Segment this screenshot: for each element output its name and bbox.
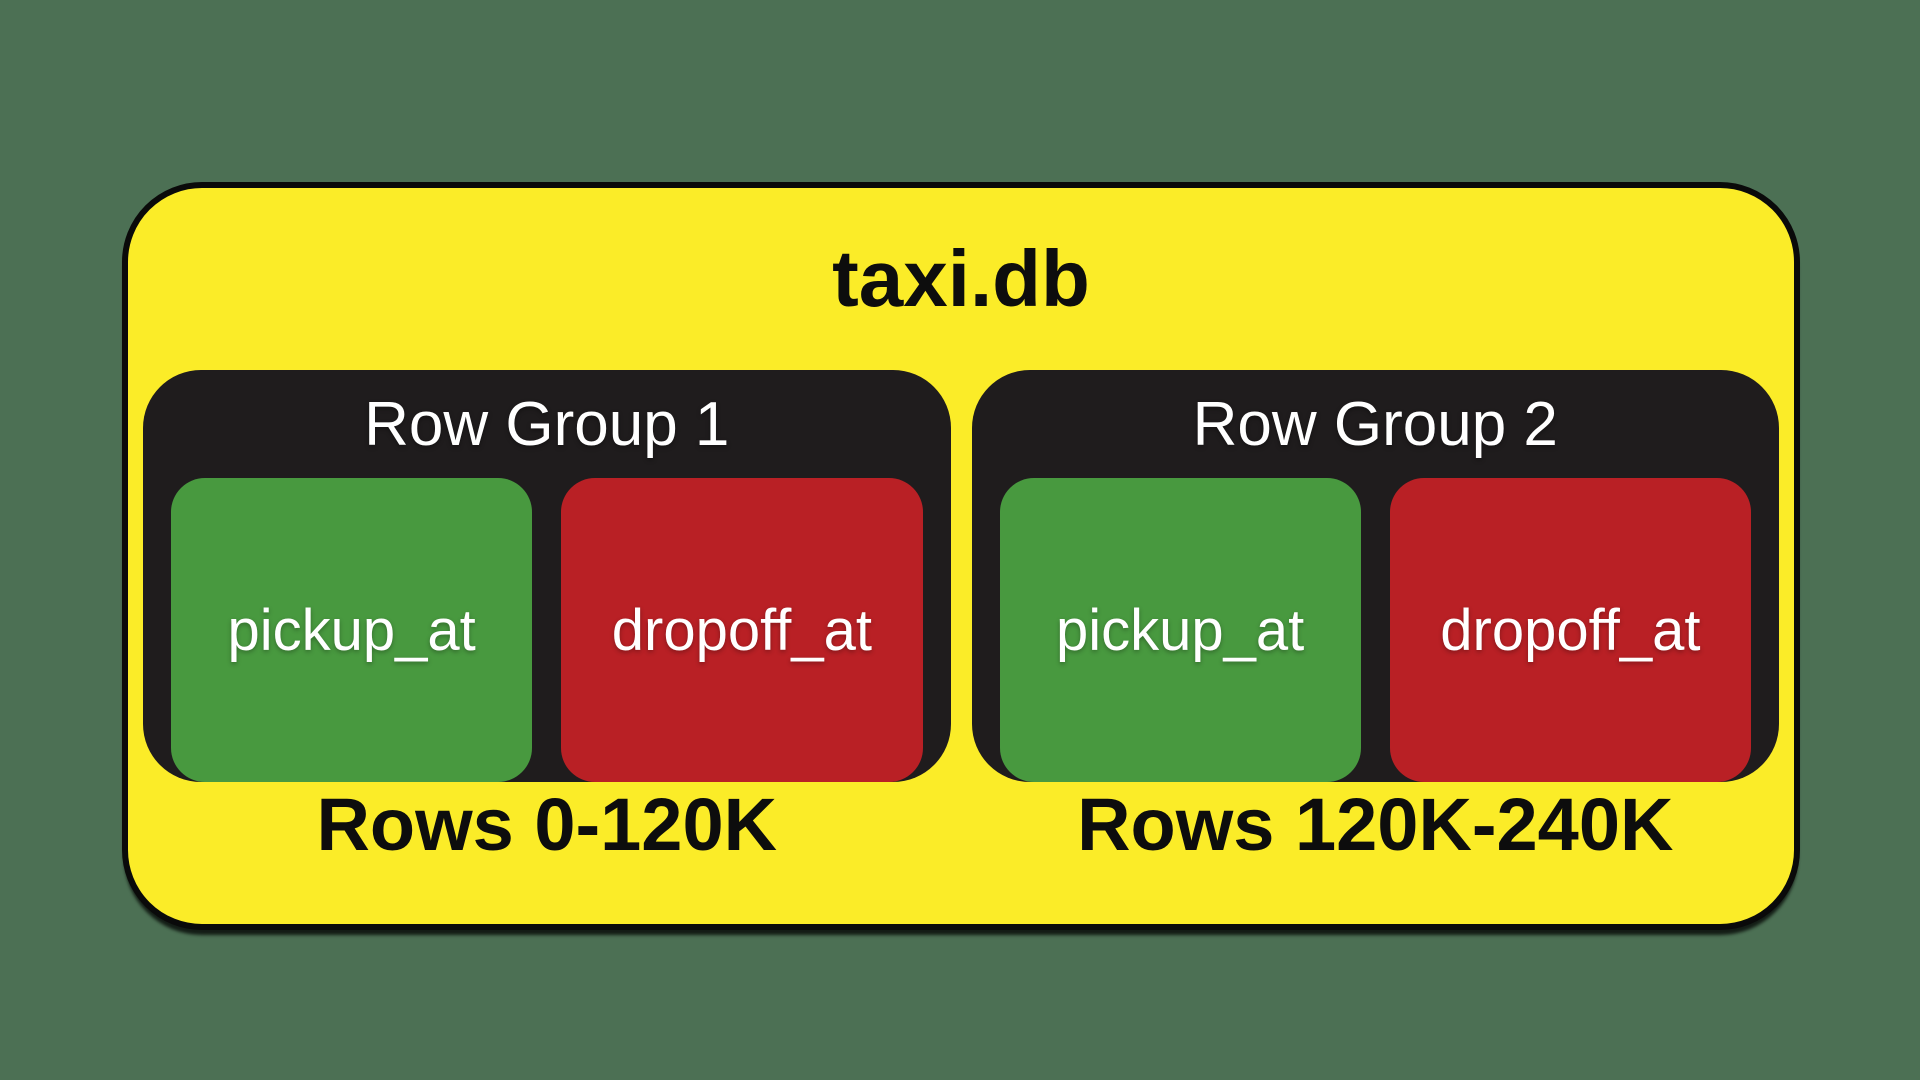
row-group-1-title-band: Row Group 1 xyxy=(143,370,951,478)
pickup-column-label: pickup_at xyxy=(227,597,476,663)
row-group-2-pickup-cell: pickup_at xyxy=(999,478,1361,782)
row-group-2-cells: pickup_at dropoff_at xyxy=(972,478,1780,782)
database-title: taxi.db xyxy=(832,234,1090,323)
pickup-column-label: pickup_at xyxy=(1055,597,1305,663)
database-file-box: taxi.db Row Group 1 pickup_at dropoff_at xyxy=(122,182,1800,930)
dropoff-column-label: dropoff_at xyxy=(611,597,872,663)
row-group-1-column: Row Group 1 pickup_at dropoff_at Rows 0-… xyxy=(143,370,951,866)
row-group-1-dropoff-cell: dropoff_at xyxy=(561,478,923,782)
row-group-2-range-band: Rows 120K-240K xyxy=(972,782,1780,867)
row-group-1-range-label: Rows 0-120K xyxy=(316,783,778,866)
row-group-2-dropoff-cell: dropoff_at xyxy=(1389,478,1751,782)
row-group-1-pickup-cell: pickup_at xyxy=(171,478,533,782)
row-group-1-cells: pickup_at dropoff_at xyxy=(143,478,951,782)
row-group-1-box: Row Group 1 pickup_at dropoff_at xyxy=(143,370,951,782)
row-group-2-column: Row Group 2 pickup_at dropoff_at Rows 12… xyxy=(971,370,1780,866)
row-group-2-title-band: Row Group 2 xyxy=(972,370,1780,478)
row-group-1-title: Row Group 1 xyxy=(364,389,730,459)
row-group-2-box: Row Group 2 pickup_at dropoff_at xyxy=(971,370,1780,782)
row-group-2-range-label: Rows 120K-240K xyxy=(1077,783,1674,866)
row-group-2-title: Row Group 2 xyxy=(1192,389,1558,459)
database-title-band: taxi.db xyxy=(128,188,1794,370)
row-groups-container: Row Group 1 pickup_at dropoff_at Rows 0-… xyxy=(128,370,1794,866)
row-group-1-range-band: Rows 0-120K xyxy=(143,782,951,867)
dropoff-column-label: dropoff_at xyxy=(1440,597,1701,663)
